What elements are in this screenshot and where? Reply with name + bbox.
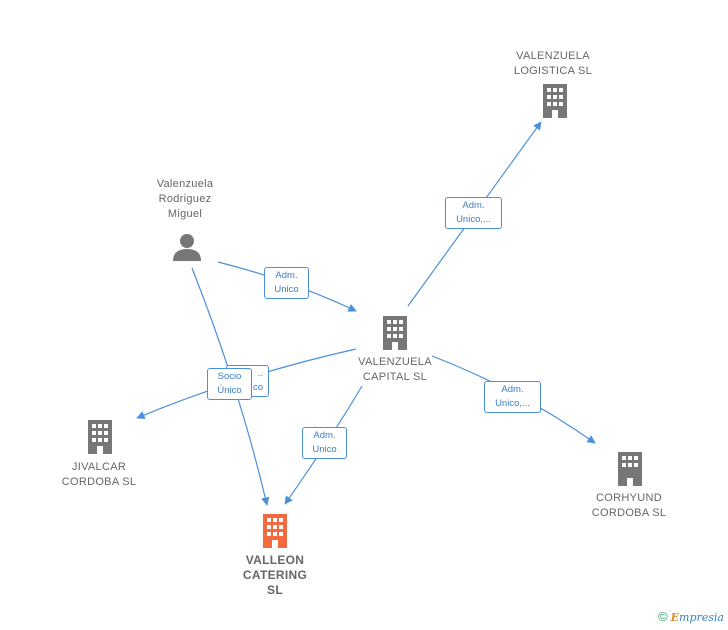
node-label-valleon[interactable]: VALLEON CATERING SL — [242, 553, 308, 597]
person-icon — [173, 234, 201, 261]
building-icon — [88, 420, 112, 454]
building-icon-highlight — [263, 514, 287, 548]
edge-label-capital-valleon[interactable]: Adm. Unico — [302, 427, 347, 459]
edge-label-person-valleon[interactable]: Socio Único — [207, 368, 252, 400]
building-icon — [618, 452, 642, 486]
brand-name: mpresia — [679, 611, 724, 624]
brand-initial: E — [670, 611, 680, 624]
node-label-person[interactable]: Valenzuela Rodriguez Miguel — [156, 178, 214, 220]
edge-label-capital-corhyund[interactable]: Adm. Unico,... — [484, 381, 541, 413]
edge-label-capital-logistica[interactable]: Adm. Unico,... — [445, 197, 502, 229]
brand-watermark: ©Empresia — [658, 609, 724, 624]
edge-label-person-capital[interactable]: Adm. Unico — [264, 267, 309, 299]
node-label-jivalcar[interactable]: JIVALCAR CORDOBA SL — [61, 461, 137, 488]
node-label-valenzuela-capital[interactable]: VALENZUELA CAPITAL SL — [358, 356, 432, 383]
copyright-symbol: © — [658, 609, 668, 624]
building-icon — [383, 316, 407, 350]
node-label-corhyund[interactable]: CORHYUND CORDOBA SL — [591, 492, 667, 519]
building-icon — [543, 84, 567, 118]
node-label-valenzuela-logistica[interactable]: VALENZUELA LOGISTICA SL — [513, 50, 593, 77]
